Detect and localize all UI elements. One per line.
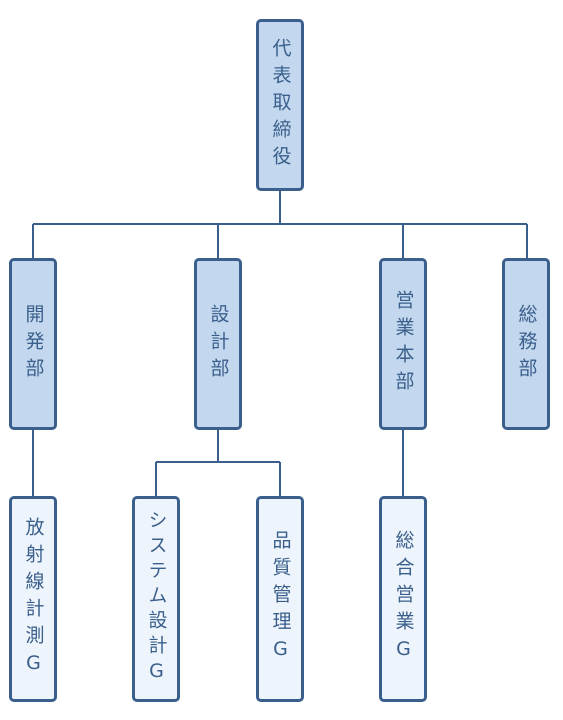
node-development-dept: 開発部 [9, 258, 57, 430]
node-general-sales-group: 総合営業G [379, 496, 427, 702]
node-design-dept: 設計部 [194, 258, 242, 430]
node-system-design-group: システム設計G [132, 496, 180, 702]
node-design-dept-label: 設計部 [207, 303, 230, 385]
node-general-sales-group-label: 総合営業G [392, 530, 415, 668]
node-development-dept-label: 開発部 [22, 303, 45, 385]
node-radiation-measurement-group: 放射線計測G [9, 496, 57, 702]
node-sales-hq-label: 営業本部 [392, 290, 415, 398]
node-radiation-measurement-group-label: 放射線計測G [22, 516, 45, 682]
node-ceo: 代表取締役 [256, 19, 304, 191]
node-quality-control-group: 品質管理G [256, 496, 304, 702]
node-quality-control-group-label: 品質管理G [269, 530, 292, 668]
node-system-design-group-label: システム設計G [145, 510, 168, 688]
node-sales-hq: 営業本部 [379, 258, 427, 430]
node-general-affairs-dept: 総務部 [502, 258, 550, 430]
node-general-affairs-dept-label: 総務部 [515, 303, 538, 385]
node-ceo-label: 代表取締役 [269, 37, 292, 173]
